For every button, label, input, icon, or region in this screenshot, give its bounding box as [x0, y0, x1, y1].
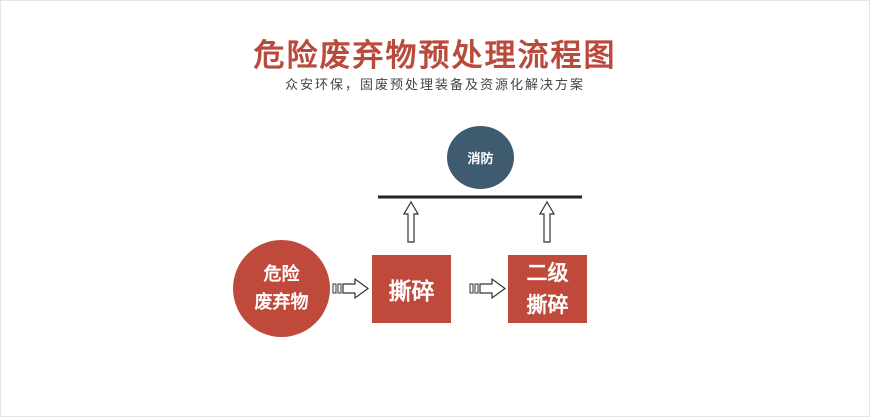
hazardous-waste-node: 危险 废弃物	[233, 240, 330, 337]
shred-label: 撕碎	[388, 279, 435, 305]
shred-node: 撕碎	[372, 255, 451, 323]
fire-node: 消防	[447, 126, 514, 189]
diagram-title: 危险废弃物预处理流程图	[253, 38, 617, 74]
fire-node-label: 消防	[467, 152, 494, 167]
hazardous-waste-label: 危险 废弃物	[254, 263, 309, 313]
shred-to-secondary-arrow	[469, 277, 507, 300]
waste-to-shred-arrow	[332, 277, 370, 300]
secondary-shred-to-fire-arrow	[538, 200, 556, 243]
diagram-subtitle: 众安环保，固废预处理装备及资源化解决方案	[284, 78, 585, 93]
shred-to-fire-arrow	[402, 200, 420, 243]
secondary-shred-node: 二级 撕碎	[508, 255, 587, 323]
secondary-shred-label: 二级 撕碎	[526, 261, 569, 317]
